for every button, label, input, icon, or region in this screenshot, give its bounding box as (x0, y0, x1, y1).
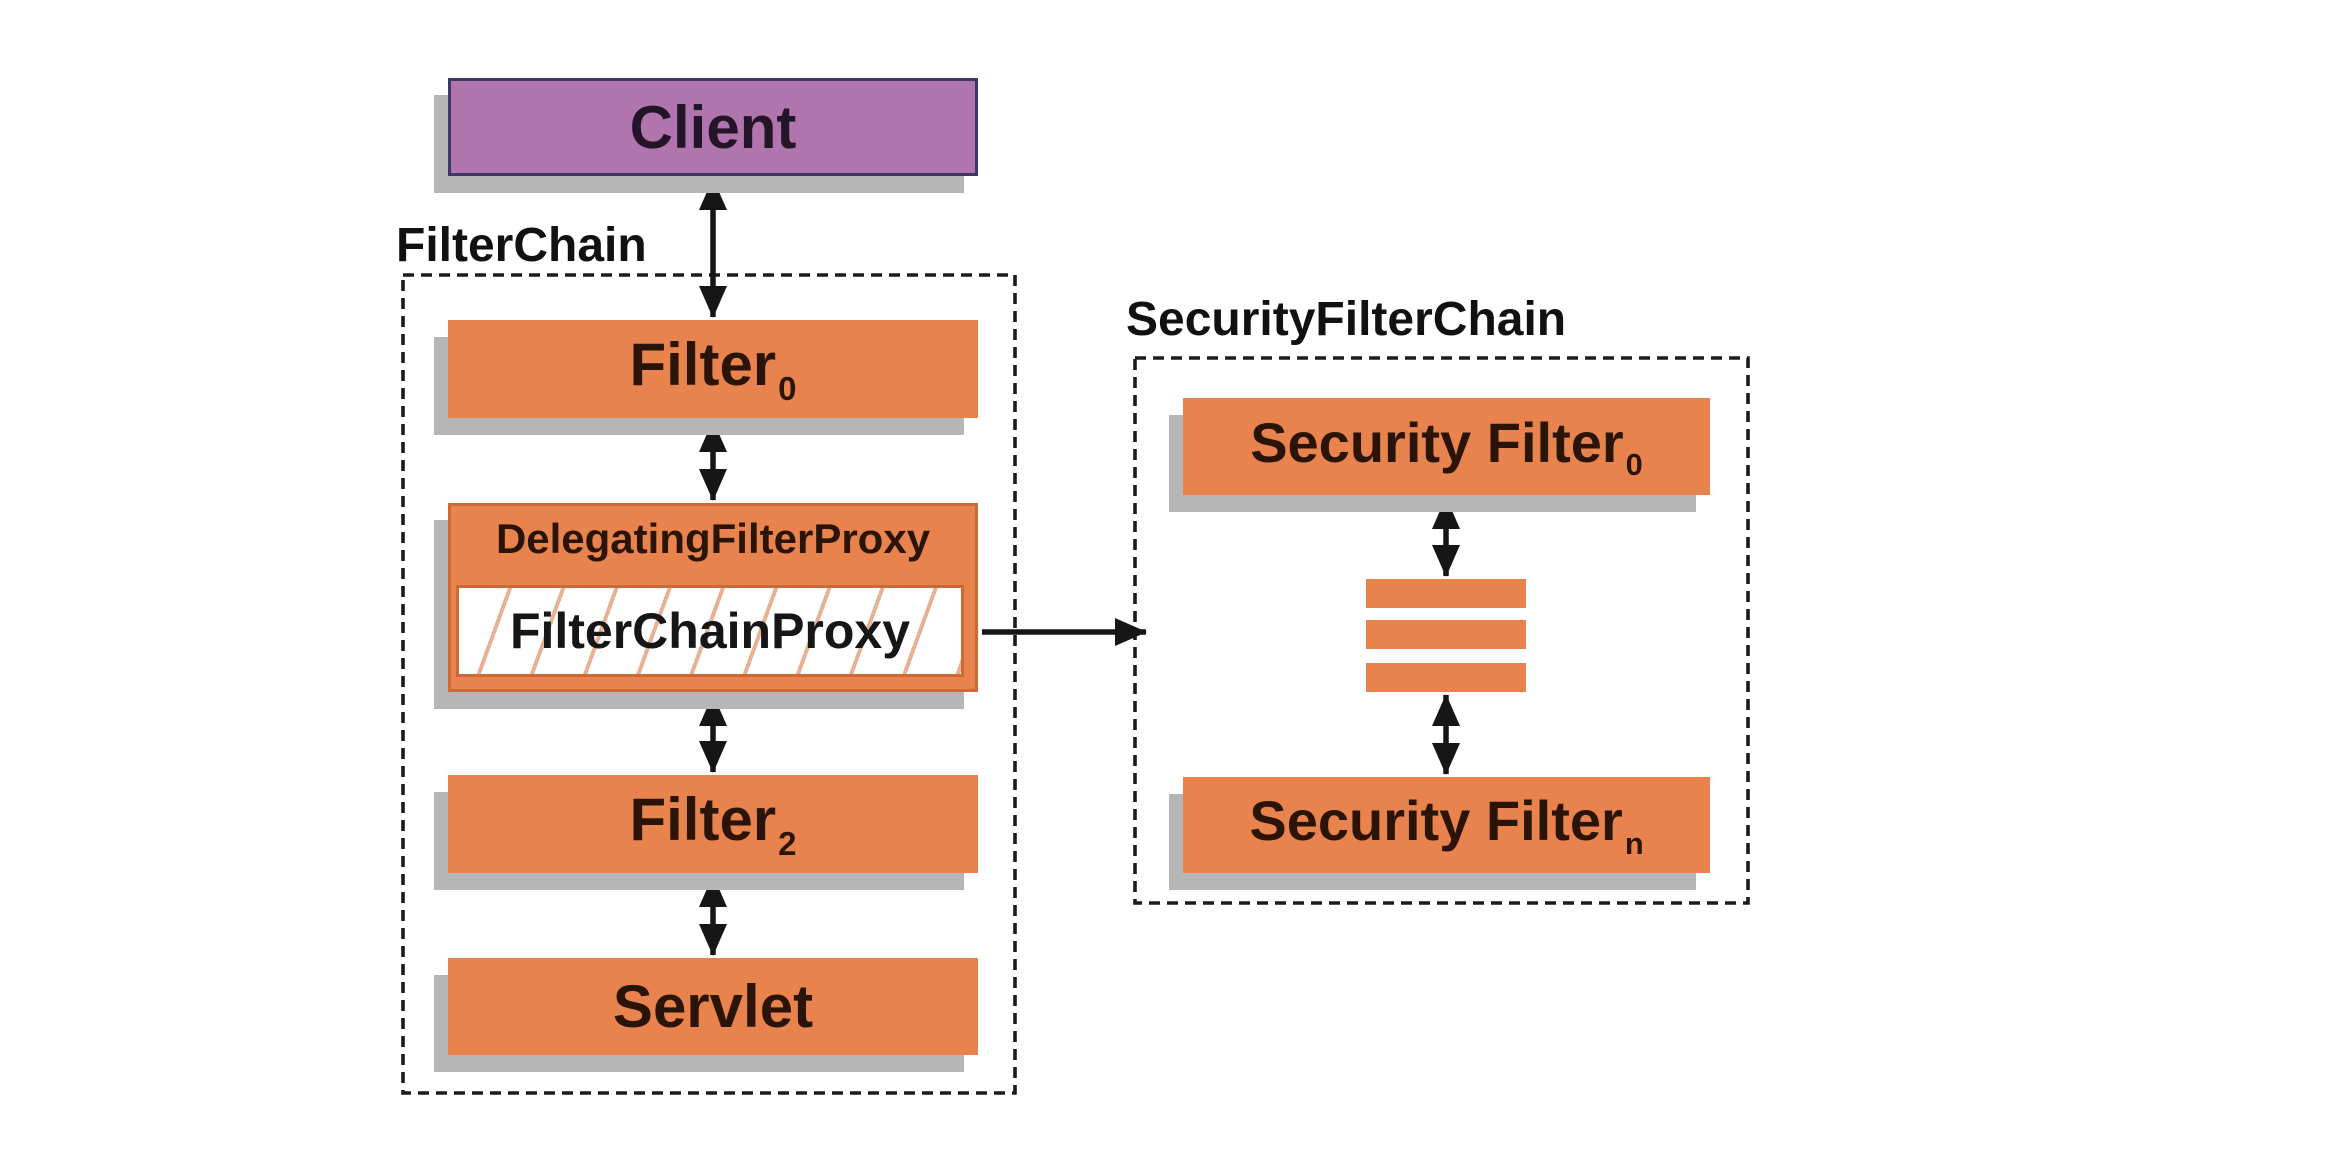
security-filter-chain-label: SecurityFilterChain (1126, 293, 1567, 346)
servlet-box-label: Servlet (612, 973, 814, 1040)
security-filter0-subscript: 0 (1625, 447, 1643, 483)
servlet-box: Servlet (448, 958, 978, 1055)
filter-chain-proxy-label: FilterChainProxy (509, 603, 911, 659)
delegating-filter-proxy-box: DelegatingFilterProxy FilterChainProxy (448, 503, 978, 692)
ellipsis-bar (1366, 620, 1526, 649)
security-filtern-subscript: n (1624, 825, 1644, 861)
filter2-subscript: 2 (778, 824, 797, 862)
filter-chain-proxy-box: FilterChainProxy (456, 585, 964, 677)
filter2-box: Filter2 (448, 775, 978, 873)
filter-chain-label: FilterChain (396, 219, 647, 272)
security-filtern-label: Security Filtern (1249, 789, 1644, 861)
ellipsis-bar (1366, 579, 1526, 608)
security-filter0-box: Security Filter0 (1183, 398, 1710, 495)
ellipsis-bar (1366, 663, 1526, 692)
security-filtern-box: Security Filtern (1183, 777, 1710, 873)
security-filter0-label: Security Filter0 (1250, 410, 1643, 483)
client-box-label: Client (629, 93, 797, 161)
filter2-box-label: Filter2 (629, 786, 797, 862)
delegating-filter-proxy-label: DelegatingFilterProxy (495, 515, 931, 562)
client-box: Client (448, 78, 978, 176)
filter0-box-label: Filter0 (629, 331, 797, 407)
filter0-subscript: 0 (778, 369, 797, 407)
filter0-box: Filter0 (448, 320, 978, 418)
